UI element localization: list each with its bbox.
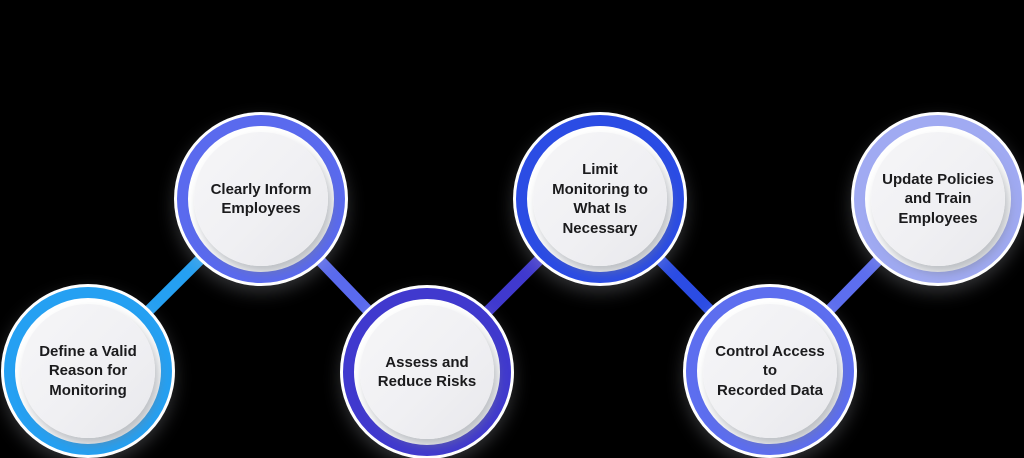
step-inner-disc [194, 132, 328, 266]
step-circle-limit-monitoring: Limit Monitoring to What Is Necessary [516, 115, 684, 283]
step-label: Limit Monitoring to What Is Necessary [552, 161, 648, 237]
step-circle-update-policies-train: Update Policies and Train Employees [854, 115, 1022, 283]
step-label: Define a Valid Reason for Monitoring [39, 342, 137, 399]
step-inner-disc [703, 304, 837, 438]
step-circle-assess-reduce-risks: Assess and Reduce Risks [343, 288, 511, 456]
step-circle-control-access: Control Access to Recorded Data [686, 287, 854, 455]
step-inner-disc [533, 132, 667, 266]
step-label: Control Access to Recorded Data [715, 342, 825, 399]
step-circle-clearly-inform-employees: Clearly Inform Employees [177, 115, 345, 283]
step-inner-disc [21, 304, 155, 438]
step-inner-disc [360, 305, 494, 439]
step-label: Update Policies and Train Employees [882, 170, 994, 227]
step-label: Assess and Reduce Risks [377, 353, 477, 391]
step-circle-define-valid-reason: Define a Valid Reason for Monitoring [4, 287, 172, 455]
step-inner-disc [871, 132, 1005, 266]
step-label: Clearly Inform Employees [210, 180, 312, 218]
